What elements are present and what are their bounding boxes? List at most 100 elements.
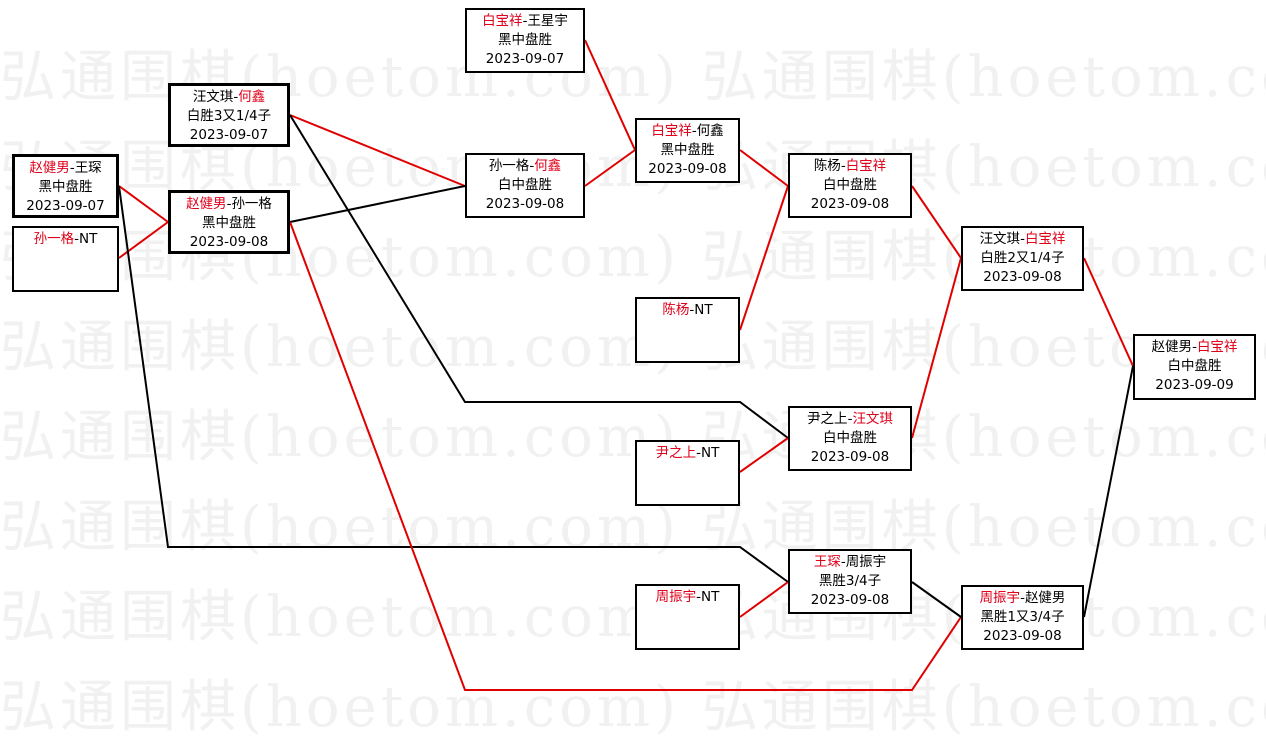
game-players: 陈杨-NT [662, 302, 713, 318]
loss-line [289, 185, 466, 223]
player-1: 王琛 [813, 554, 841, 570]
game-players: 赵健男-白宝祥 [1151, 339, 1238, 355]
game-players: 孙一格-NT [33, 231, 98, 247]
game-date: 2023-09-08 [648, 161, 727, 177]
game-box[interactable]: 尹之上-汪文琪 白中盘胜 2023-09-08 [788, 406, 912, 471]
game-players: 陈杨-白宝祥 [813, 158, 887, 174]
game-box[interactable]: 周振宇-赵健男 黑胜1又3/4子 2023-09-08 [961, 585, 1084, 650]
game-result: 白胜3又1/4子 [186, 108, 272, 124]
game-players: 汪文琪-白宝祥 [979, 231, 1066, 247]
game-date: 2023-09-08 [810, 196, 890, 212]
game-date: 2023-09-08 [983, 269, 1062, 285]
game-date: 2023-09-07 [26, 198, 105, 214]
game-date: 2023-09-08 [810, 449, 890, 465]
game-box[interactable]: 赵健男-王琛 黑中盘胜 2023-09-07 [12, 154, 119, 218]
player-2: 汪文琪 [852, 411, 893, 427]
player-2: 何鑫 [696, 123, 724, 139]
game-date: 2023-09-07 [189, 127, 269, 143]
game-box[interactable]: 尹之上-NT [635, 440, 740, 506]
player-1: 尹之上 [655, 445, 697, 461]
loss-line [911, 581, 962, 618]
win-line [739, 185, 789, 331]
win-line [739, 437, 789, 473]
player-1: 陈杨 [813, 158, 841, 174]
game-players: 孙一格-何鑫 [488, 158, 562, 174]
win-line [911, 185, 962, 259]
game-box[interactable]: 白宝祥-王星宇 黑中盘胜 2023-09-07 [465, 8, 585, 73]
watermark: 弘通围棋(hoetom.com) 弘通围棋(hoetom.com) [0, 675, 1266, 740]
win-line [739, 149, 789, 187]
game-box[interactable]: 汪文琪-白宝祥 白胜2又1/4子 2023-09-08 [961, 226, 1084, 291]
game-players: 尹之上-汪文琪 [807, 411, 893, 427]
game-date: 2023-09-07 [485, 51, 565, 67]
player-1: 陈杨 [662, 302, 690, 318]
win-line [739, 581, 789, 618]
win-line [289, 114, 466, 187]
player-2: 王琛 [74, 160, 102, 176]
game-box[interactable]: 赵健男-白宝祥 白中盘胜 2023-09-09 [1133, 334, 1256, 400]
game-box[interactable]: 赵健男-孙一格 黑中盘胜 2023-09-08 [168, 190, 290, 254]
player-2: NT [79, 231, 98, 247]
player-1: 周振宇 [979, 590, 1021, 606]
win-line [289, 221, 962, 691]
game-result: 黑胜1又3/4子 [980, 609, 1065, 625]
game-box[interactable]: 白宝祥-何鑫 黑中盘胜 2023-09-08 [635, 118, 740, 183]
game-result: 白中盘胜 [498, 177, 552, 193]
win-line [584, 149, 636, 187]
game-box[interactable]: 汪文琪-何鑫 白胜3又1/4子 2023-09-07 [168, 83, 290, 147]
game-result: 黑中盘胜 [660, 142, 715, 158]
game-result: 白中盘胜 [823, 177, 877, 193]
player-2: 白宝祥 [845, 158, 887, 174]
game-players: 尹之上-NT [655, 445, 720, 461]
player-1: 白宝祥 [651, 123, 692, 139]
win-line [911, 257, 962, 439]
player-1: 孙一格 [488, 158, 530, 174]
player-2: 周振宇 [845, 554, 887, 570]
game-date: 2023-09-08 [983, 628, 1062, 644]
game-players: 王琛-周振宇 [813, 554, 887, 570]
player-2: 何鑫 [534, 158, 562, 174]
player-1: 白宝祥 [482, 13, 523, 29]
player-1: 尹之上 [807, 411, 848, 427]
game-box[interactable]: 周振宇-NT [635, 584, 740, 650]
game-date: 2023-09-09 [1155, 377, 1234, 393]
game-box[interactable]: 孙一格-何鑫 白中盘胜 2023-09-08 [465, 153, 585, 218]
watermark: 弘通围棋(hoetom.com) 弘通围棋(hoetom.com) [0, 495, 1266, 560]
game-result: 白胜2又1/4子 [980, 250, 1065, 266]
game-players: 赵健男-孙一格 [186, 196, 272, 212]
game-players: 白宝祥-何鑫 [651, 123, 724, 139]
game-date: 2023-09-08 [485, 196, 565, 212]
game-players: 白宝祥-王星宇 [482, 13, 568, 29]
player-1: 周振宇 [655, 589, 697, 605]
game-box[interactable]: 王琛-周振宇 黑胜3/4子 2023-09-08 [788, 549, 912, 614]
player-2: NT [701, 445, 720, 461]
game-date: 2023-09-08 [189, 234, 269, 250]
game-result: 黑胜3/4子 [818, 573, 882, 589]
player-1: 汪文琪 [979, 231, 1021, 247]
player-2: NT [694, 302, 713, 318]
game-result: 黑中盘胜 [498, 32, 552, 48]
game-result: 白中盘胜 [823, 430, 877, 446]
game-box[interactable]: 陈杨-白宝祥 白中盘胜 2023-09-08 [788, 153, 912, 218]
player-2: NT [701, 589, 720, 605]
game-result: 黑中盘胜 [38, 179, 93, 195]
player-1: 赵健男 [29, 160, 70, 176]
player-1: 赵健男 [186, 196, 227, 212]
player-1: 汪文琪 [192, 89, 234, 105]
player-1: 孙一格 [33, 231, 75, 247]
win-line [1083, 257, 1134, 367]
game-box[interactable]: 孙一格-NT [12, 226, 119, 292]
player-1: 赵健男 [1151, 339, 1193, 355]
loss-line [289, 114, 789, 439]
watermark: 弘通围棋(hoetom.com) 弘通围棋(hoetom.com) [0, 315, 1266, 380]
win-line [584, 39, 636, 151]
player-2: 白宝祥 [1196, 339, 1238, 355]
game-result: 白中盘胜 [1167, 358, 1222, 374]
game-players: 汪文琪-何鑫 [192, 89, 266, 105]
loss-line [1083, 365, 1134, 618]
game-box[interactable]: 陈杨-NT [635, 297, 740, 363]
game-players: 周振宇-赵健男 [979, 590, 1066, 606]
player-2: 白宝祥 [1024, 231, 1066, 247]
game-date: 2023-09-08 [810, 592, 890, 608]
